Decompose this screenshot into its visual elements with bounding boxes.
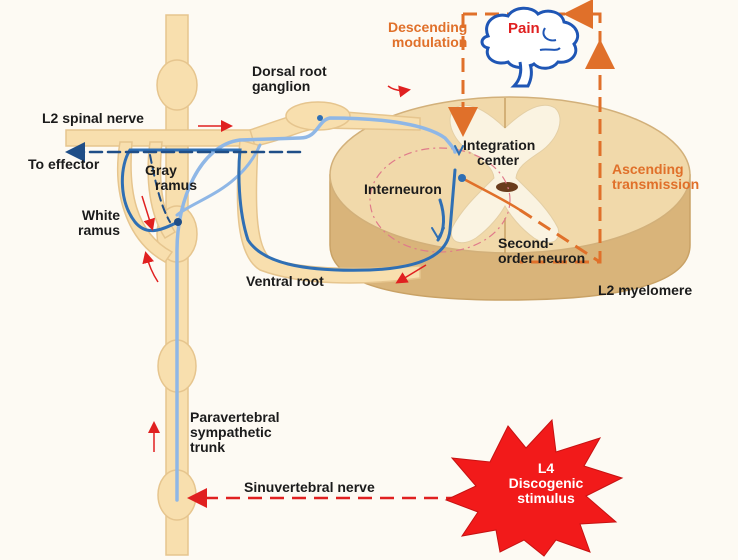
to-effector-label: To effector xyxy=(28,156,100,172)
ascending-line-1: Ascending xyxy=(612,161,684,177)
white-ramus-line-1: White xyxy=(81,207,121,223)
brain-icon xyxy=(480,6,580,88)
central-canal xyxy=(496,182,518,192)
second-order-line-1: Second- xyxy=(498,235,554,251)
impulse-arrows xyxy=(141,85,427,452)
paravertebral-line-1: Paravertebral xyxy=(190,409,280,425)
integration-line-2: center xyxy=(477,152,520,168)
paravertebral-trunk-label: Paravertebral sympathetic trunk xyxy=(190,410,280,455)
second-order-neuron-label: Second- order neuron xyxy=(498,236,585,266)
gray-ramus-label: Gray ramus xyxy=(145,163,197,193)
descending-line-1: Descending xyxy=(388,19,468,35)
dorsal-root-line-1: Dorsal root xyxy=(252,63,327,79)
sinuvertebral-label: Sinuvertebral nerve xyxy=(244,479,375,495)
l4-line-3: stimulus xyxy=(517,490,575,506)
paravertebral-line-2: sympathetic xyxy=(190,424,272,440)
descending-label: Descending modulation xyxy=(388,20,467,50)
l4-line-2: Discogenic xyxy=(508,475,584,491)
descending-line-2: modulation xyxy=(391,34,468,50)
dorsal-root-ganglion-label: Dorsal root ganglion xyxy=(252,64,327,94)
gray-ramus-line-2: ramus xyxy=(155,177,198,193)
integration-line-1: Integration xyxy=(463,137,536,153)
second-order-line-2: order neuron xyxy=(498,250,586,266)
interneuron-label: Interneuron xyxy=(364,181,442,197)
dorsal-root-line-2: ganglion xyxy=(252,78,311,94)
gray-ramus-line-1: Gray xyxy=(145,162,177,178)
ventral-root-label: Ventral root xyxy=(246,273,324,289)
ascending-label: Ascending transmission xyxy=(612,162,699,192)
white-ramus-label: White ramus xyxy=(78,208,120,238)
l2-spinal-nerve-label: L2 spinal nerve xyxy=(42,110,144,126)
integration-center-label: Integration center xyxy=(463,138,535,168)
gray-matter xyxy=(449,104,561,244)
neural-pathways xyxy=(65,115,522,502)
pain-label: Pain xyxy=(508,20,540,37)
l2-myelomere-label: L2 myelomere xyxy=(598,282,693,298)
l4-stimulus-label: L4 Discogenic stimulus xyxy=(496,461,596,506)
white-ramus-line-2: ramus xyxy=(78,222,121,238)
paravertebral-line-3: trunk xyxy=(190,439,225,455)
ascending-line-2: transmission xyxy=(612,176,700,192)
discogenic-burst xyxy=(444,418,624,557)
l4-line-1: L4 xyxy=(537,460,555,476)
